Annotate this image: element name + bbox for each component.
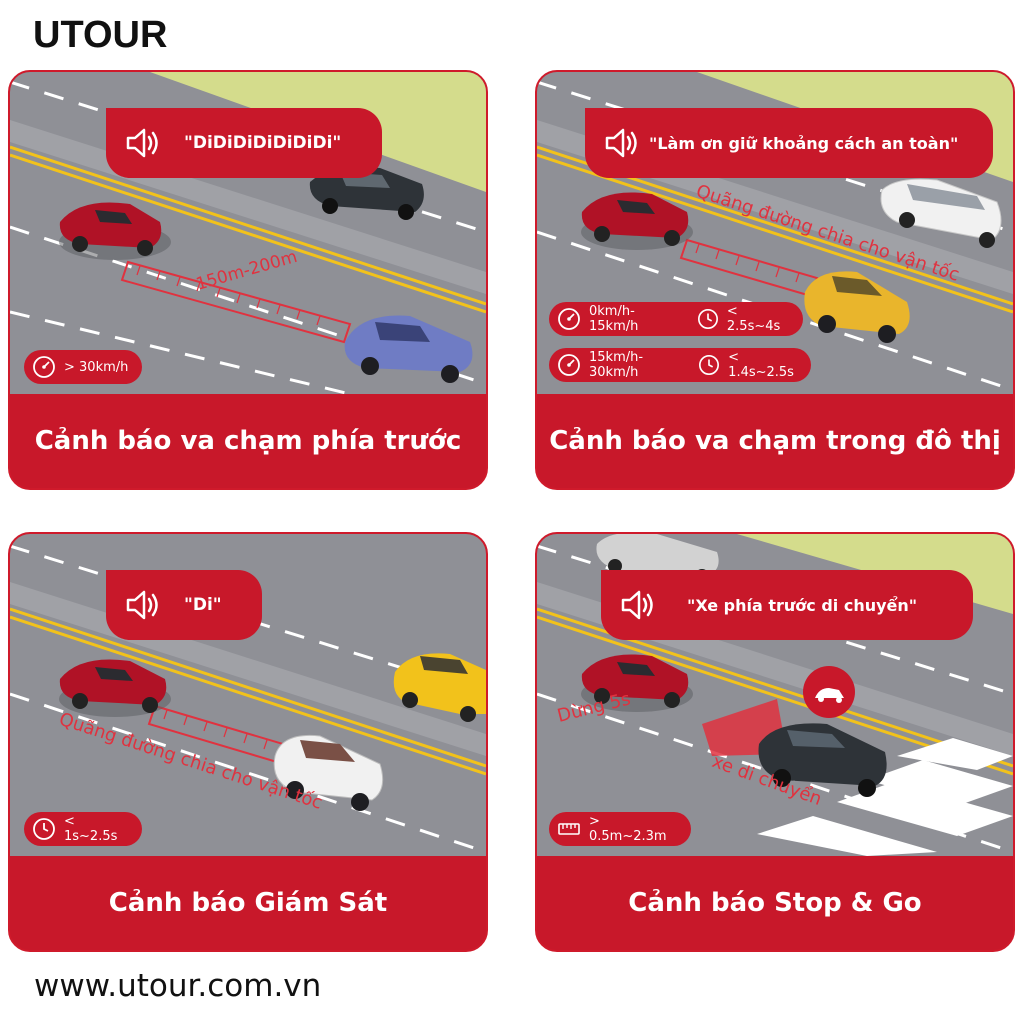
- time-badge-text: < 1s~2.5s: [64, 814, 118, 844]
- card-forward-collision: 150m-200m "DiDiDiDiDiDiDi" > 30km/h Cảnh…: [8, 70, 488, 490]
- brand-logo: UTOUR: [33, 14, 168, 56]
- clock-icon: [699, 355, 720, 375]
- card-stop-and-go: Dừng 5s xe di chuyển "Xe phía trước di c…: [535, 532, 1015, 952]
- speed-time-row-2: 15km/h-30km/h < 1.4s~2.5s: [549, 348, 811, 382]
- voice-prompt: "Làm ơn giữ khoảng cách an toàn": [585, 108, 993, 178]
- voice-prompt-text: "DiDiDiDiDiDiDi": [184, 133, 342, 153]
- card-title: Cảnh báo va chạm trong đô thị: [549, 426, 1001, 456]
- voice-prompt-text: "Xe phía trước di chuyển": [687, 595, 918, 615]
- speaker-icon: [126, 590, 158, 620]
- voice-prompt: "Xe phía trước di chuyển": [601, 570, 973, 640]
- moving-car-icon: [803, 666, 855, 718]
- time-range-text: < 2.5s~4s: [726, 304, 781, 334]
- distance-badge-text: > 0.5m~2.3m: [589, 814, 667, 844]
- speed-badge: > 30km/h: [24, 350, 142, 384]
- voice-prompt: "DiDiDiDiDiDiDi": [106, 108, 382, 178]
- taxi: [393, 653, 486, 722]
- ruler-icon: [558, 823, 580, 835]
- white-suv: [273, 734, 384, 811]
- speaker-icon: [605, 128, 637, 158]
- red-car: [59, 202, 171, 260]
- voice-prompt: "Di": [106, 570, 262, 640]
- white-limo: [880, 178, 1002, 248]
- speedometer-icon: [33, 356, 55, 378]
- road-scene: Dừng 5s xe di chuyển: [537, 534, 1013, 856]
- dark-sedan: [758, 723, 887, 797]
- distance-badge: > 0.5m~2.3m: [549, 812, 691, 846]
- card-monitoring: Quãng đường chia cho vận tốc "Di" < 1s~2…: [8, 532, 488, 952]
- red-car: [59, 659, 171, 717]
- time-range-text: < 1.4s~2.5s: [728, 350, 794, 380]
- card-title: Cảnh báo va chạm phía trước: [34, 426, 462, 456]
- speed-badge-text: > 30km/h: [64, 359, 129, 375]
- speed-range-text: 15km/h-30km/h: [589, 350, 644, 380]
- red-car: [581, 192, 693, 250]
- speed-time-row-1: 0km/h-15km/h < 2.5s~4s: [549, 302, 803, 336]
- speaker-icon: [621, 590, 653, 620]
- website-url: www.utour.com.vn: [34, 968, 322, 1004]
- voice-prompt-text: "Di": [184, 595, 222, 615]
- zebra-crossing: [757, 738, 1013, 856]
- yellow-van: [804, 271, 910, 343]
- clock-icon: [697, 309, 718, 329]
- time-badge: < 1s~2.5s: [24, 812, 142, 846]
- clock-icon: [33, 818, 55, 840]
- speedometer-icon: [558, 354, 580, 376]
- speed-range-text: 0km/h-15km/h: [589, 304, 639, 334]
- blue-car: [344, 315, 473, 383]
- red-car: [581, 654, 693, 712]
- voice-prompt-text: "Làm ơn giữ khoảng cách an toàn": [649, 133, 959, 153]
- speaker-icon: [126, 128, 158, 158]
- speedometer-icon: [558, 308, 580, 330]
- card-title: Cảnh báo Giám Sát: [108, 888, 388, 918]
- card-title: Cảnh báo Stop & Go: [628, 888, 922, 918]
- card-urban-collision: Quãng đường chia cho vận tốc "Làm ơn giữ…: [535, 70, 1015, 490]
